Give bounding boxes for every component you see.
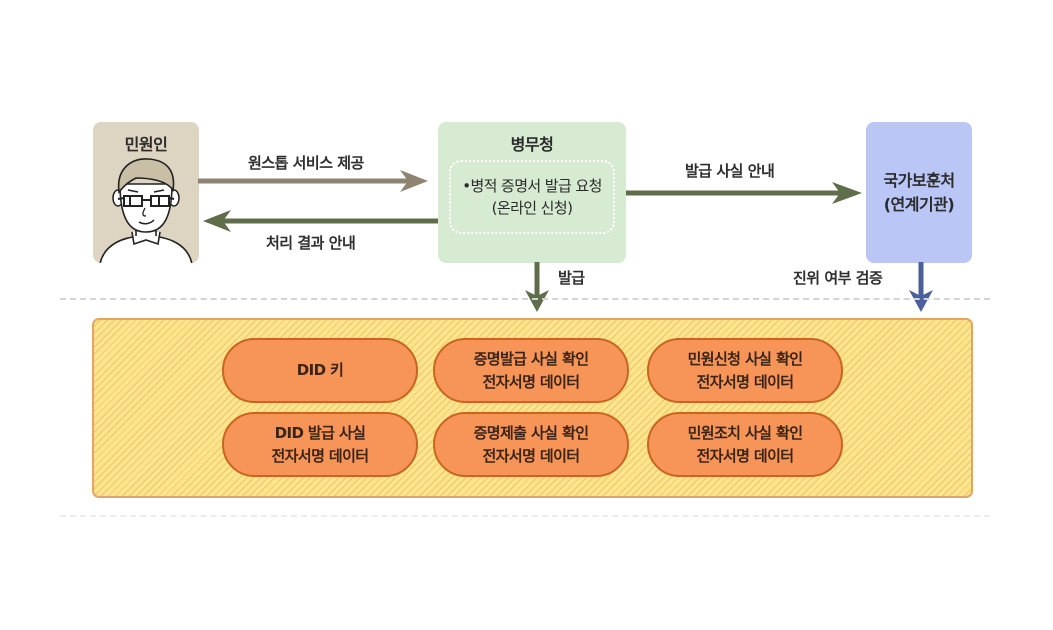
pill-action-confirm: 민원조치 사실 확인 전자서명 데이터 <box>647 412 843 477</box>
person-with-glasses-icon <box>99 158 193 263</box>
verify-label: 진위 여부 검증 <box>793 269 883 287</box>
mma-title: 병무청 <box>510 135 554 154</box>
pill-did-key: DID 키 <box>222 338 418 403</box>
issue-arrow <box>525 262 549 312</box>
pill-did-issue: DID 발급 사실 전자서명 데이터 <box>222 412 418 477</box>
request-line-2: (온라인 신청) <box>491 199 573 217</box>
one-stop-arrow <box>198 170 428 192</box>
mpva-title: 국가보훈처 <box>883 170 955 190</box>
divider-bottom <box>60 515 990 517</box>
mpva-subtitle: (연계기관) <box>883 194 955 214</box>
issue-label: 발급 <box>558 269 585 287</box>
mpva-box: 국가보훈처 (연계기관) <box>866 122 972 263</box>
issue-notice-arrow <box>626 182 862 204</box>
divider-top <box>60 298 990 300</box>
verify-arrow <box>909 262 933 312</box>
applicant-box: 민원인 <box>93 122 199 263</box>
request-box: •병적 증명서 발급 요청 (온라인 신청) <box>449 160 615 234</box>
one-stop-service-label: 원스톱 서비스 제공 <box>248 154 364 172</box>
pill-submit-confirm: 증명제출 사실 확인 전자서명 데이터 <box>433 412 629 477</box>
mma-box: 병무청 •병적 증명서 발급 요청 (온라인 신청) <box>438 122 626 263</box>
pill-issue-confirm: 증명발급 사실 확인 전자서명 데이터 <box>433 338 629 403</box>
bullet: • <box>462 177 471 195</box>
issue-notice-label: 발급 사실 안내 <box>685 162 775 180</box>
request-line-1: •병적 증명서 발급 요청 <box>462 177 602 195</box>
result-arrow <box>203 210 439 232</box>
applicant-title: 민원인 <box>124 135 168 154</box>
result-label: 처리 결과 안내 <box>266 234 356 252</box>
pill-application-confirm: 민원신청 사실 확인 전자서명 데이터 <box>647 338 843 403</box>
